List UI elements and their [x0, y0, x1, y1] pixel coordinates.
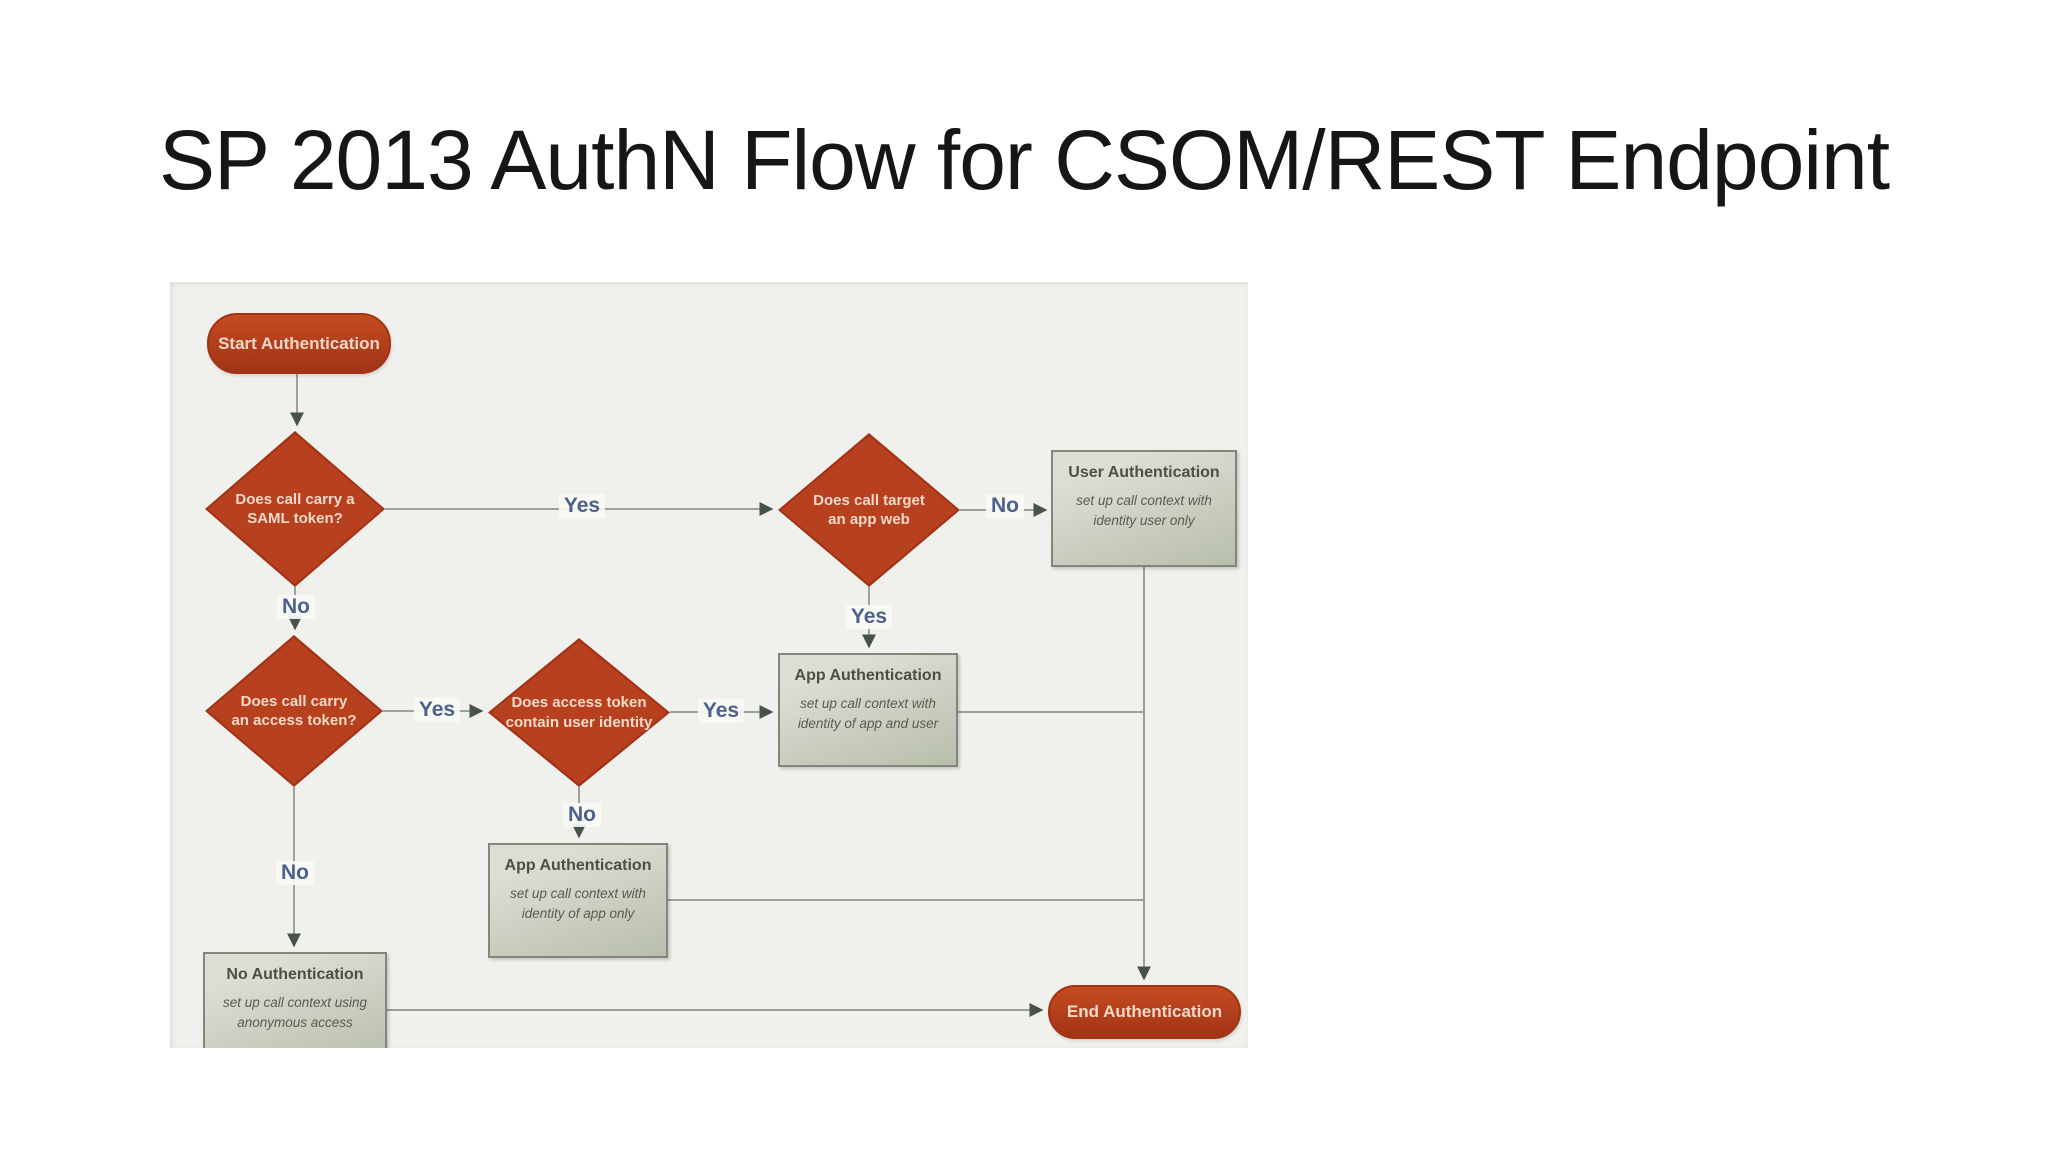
slide-title: SP 2013 AuthN Flow for CSOM/REST Endpoin…: [158, 113, 1890, 207]
label-line: identity user only: [1093, 512, 1195, 528]
edge-label-yes: Yes: [697, 699, 745, 723]
label-line: set up call context with: [1076, 493, 1212, 508]
node-end-authentication: End Authentication: [1048, 985, 1241, 1039]
label-line: an access token?: [231, 712, 357, 729]
box-title: User Authentication: [1068, 464, 1220, 481]
label-line: set up call context with: [510, 886, 646, 901]
node-start-authentication: Start Authentication: [207, 313, 391, 374]
edge-label-yes: Yes: [845, 605, 893, 629]
box-body: set up call context using anonymous acce…: [205, 993, 385, 1032]
node-label: Does access token contain user identity: [506, 693, 653, 732]
label-line: Does call target: [813, 491, 925, 509]
node-no-authentication: No Authentication set up call context us…: [203, 952, 387, 1048]
node-decision-saml-token: Does call carry a SAML token?: [205, 431, 385, 587]
box-title: App Authentication: [504, 857, 652, 874]
edge-label-no: No: [563, 803, 601, 827]
node-decision-access-token: Does call carry an access token?: [205, 635, 383, 787]
label-line: an app web: [828, 511, 910, 528]
node-label: Start Authentication: [218, 333, 380, 353]
edge-label-no: No: [276, 861, 314, 885]
edge-label-yes: Yes: [558, 494, 606, 518]
node-label: Does call target an app web: [813, 491, 925, 530]
label-line: Does call carry: [240, 692, 348, 710]
node-user-authentication: User Authentication set up call context …: [1051, 450, 1237, 567]
edge-label-no: No: [277, 595, 315, 619]
label-line: SAML token?: [247, 510, 343, 527]
label-line: set up call context with: [800, 696, 936, 711]
label-line: set up call context using: [222, 995, 368, 1010]
flowchart-panel: Start Authentication Does call carry a S…: [170, 282, 1248, 1048]
node-app-authentication-user: App Authentication set up call context w…: [778, 653, 958, 767]
label-line: Does call carry a: [235, 490, 355, 508]
node-label: Does call carry a SAML token?: [235, 490, 354, 529]
node-decision-app-web: Does call target an app web: [778, 433, 960, 587]
box-title: No Authentication: [226, 966, 364, 983]
box-title: App Authentication: [794, 667, 942, 684]
edge-label-no: No: [986, 494, 1024, 518]
box-body: set up call context with identity of app…: [490, 884, 666, 923]
label-line: identity of app only: [521, 905, 635, 921]
edge-label-yes: Yes: [413, 698, 461, 722]
box-body: set up call context with identity of app…: [780, 694, 956, 733]
label-line: contain user identity: [505, 713, 653, 731]
node-label: End Authentication: [1066, 1002, 1223, 1021]
label-line: anonymous access: [237, 1014, 353, 1030]
node-app-authentication-only: App Authentication set up call context w…: [488, 843, 668, 958]
node-label: Does call carry an access token?: [231, 692, 356, 731]
box-body: set up call context with identity user o…: [1053, 491, 1235, 530]
label-line: Does access token: [511, 694, 647, 711]
node-decision-user-identity: Does access token contain user identity: [488, 638, 670, 787]
label-line: identity of app and user: [797, 715, 939, 731]
connector-lines: [287, 370, 1151, 1017]
